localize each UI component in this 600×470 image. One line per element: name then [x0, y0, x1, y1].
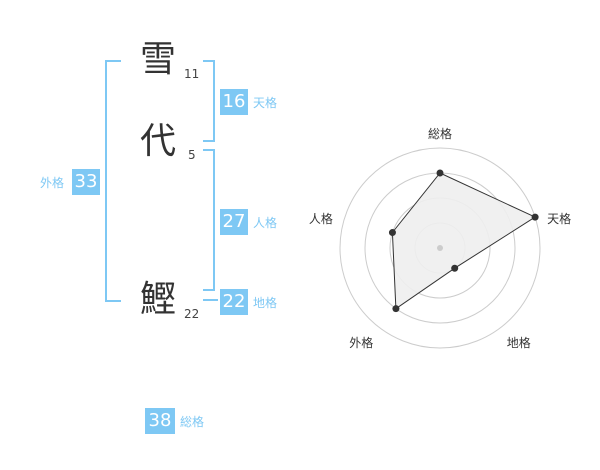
gaikaku-value: 33 [72, 169, 100, 195]
radar-point-5 [388, 229, 396, 237]
radar-point-1 [436, 169, 444, 177]
jinkaku-label: 人格 [253, 216, 278, 230]
tenkaku-label: 天格 [253, 96, 278, 110]
radar-point-3 [451, 264, 459, 272]
tenkaku-bracket [203, 60, 215, 142]
stroke-count-2: 5 [188, 148, 196, 162]
gaikaku-label: 外格 [40, 176, 65, 190]
tenkaku-value: 16 [220, 89, 248, 115]
stroke-count-1: 11 [184, 67, 200, 81]
radar-point-4 [392, 305, 400, 313]
stroke-count-3: 22 [184, 307, 200, 321]
radar-axis-label-3: 地格 [507, 335, 531, 350]
radar-ring-4 [339, 147, 541, 349]
radar-points [388, 169, 539, 313]
radar-center-dot [437, 245, 443, 251]
radar-area [391, 172, 537, 310]
soukaku-label: 総格 [180, 415, 205, 429]
radar-axis-label-5: 人格 [309, 211, 333, 226]
radar-axis-label-4: 外格 [349, 335, 373, 350]
jinkaku-bracket [203, 149, 215, 291]
chikaku-connector [203, 299, 218, 301]
jinkaku-value: 27 [220, 209, 248, 235]
chikaku-label: 地格 [253, 296, 278, 310]
name-char-3: 鰹 [140, 279, 177, 320]
name-char-2: 代 [140, 121, 177, 162]
soukaku-value: 38 [145, 408, 175, 434]
radar-axis-label-2: 天格 [547, 211, 571, 226]
name-char-1: 雪 [140, 39, 177, 80]
radar-axis-label-1: 総格 [428, 126, 452, 141]
gaikaku-bracket [105, 60, 121, 302]
radar-point-2 [531, 213, 539, 221]
chikaku-value: 22 [220, 289, 248, 315]
